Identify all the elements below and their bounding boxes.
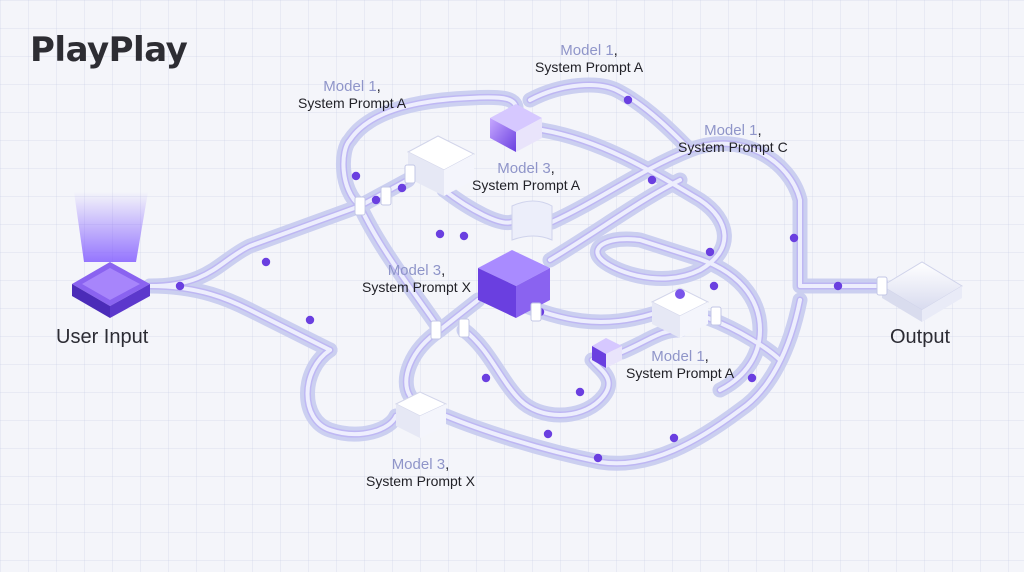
flow-dot: [647, 175, 657, 185]
flow-dot: [789, 233, 799, 243]
flow-dot: [481, 373, 491, 383]
tube-coupling: [458, 318, 470, 338]
tube-coupling: [710, 306, 722, 326]
tube-coupling: [430, 320, 442, 340]
tube-coupling: [876, 276, 888, 296]
flow-dot: [371, 195, 381, 205]
flow-dot: [305, 315, 315, 325]
flow-dot: [575, 387, 585, 397]
node-right-cube[interactable]: [650, 287, 710, 338]
tube-coupling: [380, 186, 392, 206]
flow-dot: [459, 231, 469, 241]
node-bottom-cube[interactable]: [394, 391, 448, 438]
user-input-block[interactable]: [72, 262, 150, 318]
flow-dot: [709, 281, 719, 291]
tube-coupling: [404, 164, 416, 184]
tube-segment: [358, 204, 442, 332]
flow-dot: [351, 171, 361, 181]
flow-dot: [543, 429, 553, 439]
model-label: Model 1, System Prompt A: [535, 42, 644, 75]
tube-segment: [522, 77, 698, 158]
flow-dot: [669, 433, 679, 443]
flow-dot: [261, 257, 271, 267]
node-top-cube[interactable]: [490, 104, 542, 152]
node-small-cube[interactable]: [592, 338, 622, 368]
output-label: Output: [890, 326, 951, 348]
tube-couplings: [354, 164, 888, 340]
tube-segment: [305, 348, 398, 436]
tube-segment: [438, 298, 480, 332]
tube-segment: [341, 95, 519, 208]
output-block[interactable]: [881, 261, 963, 322]
node-curved-junction[interactable]: [511, 200, 553, 241]
flow-dot: [593, 453, 603, 463]
tube-segment: [528, 83, 692, 152]
model-label: Model 3, System Prompt A: [472, 160, 581, 193]
model-label: Model 3, System Prompt X: [366, 456, 475, 489]
model-label: Model 3, System Prompt X: [362, 262, 471, 295]
input-beam: [74, 192, 148, 262]
node-center-cube[interactable]: [478, 250, 550, 318]
tube-network: [142, 77, 890, 471]
user-input-label: User Input: [56, 326, 149, 348]
model-label: Model 1, System Prompt C: [678, 122, 788, 155]
tube-segment: [444, 298, 802, 466]
flow-dot: [623, 95, 633, 105]
node-white-box[interactable]: [406, 135, 476, 196]
flow-dot: [747, 373, 757, 383]
tube-segment: [548, 178, 682, 262]
tube-segment: [146, 282, 334, 354]
tube-segment: [148, 284, 332, 352]
flow-dot: [705, 247, 715, 257]
tube-coupling: [530, 302, 542, 322]
tube-segment: [456, 322, 616, 423]
model-label: Model 1, System Prompt A: [298, 78, 407, 111]
tube-segment: [462, 328, 611, 417]
flow-dot: [435, 229, 445, 239]
tube-segment: [442, 188, 514, 225]
brand-logo: PlayPlay: [30, 30, 188, 70]
flow-dot: [397, 183, 407, 193]
flow-dot: [833, 281, 843, 291]
flow-dot: [175, 281, 185, 291]
tube-segment: [148, 204, 362, 288]
tube-segment: [540, 128, 762, 392]
tube-coupling: [354, 196, 366, 216]
model-label: Model 1, System Prompt A: [626, 348, 735, 381]
